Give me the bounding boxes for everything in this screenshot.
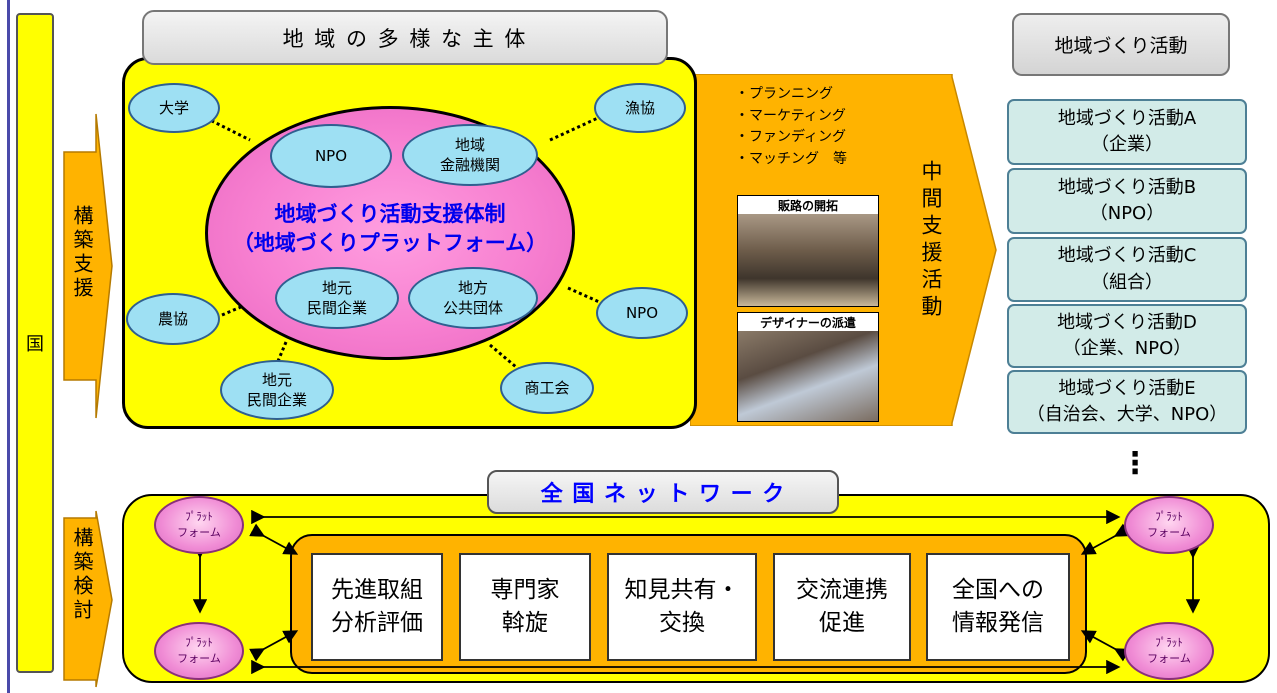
- intermediate-item: ・プランニング: [735, 86, 833, 102]
- network-title: 全 国 ネ ッ ト ワ ー ク: [540, 482, 786, 507]
- outer-node-chamber-commerce: 商工会: [500, 362, 594, 414]
- support-arrow-label: 構築支援: [70, 205, 94, 301]
- activity-a: 地域づくり活動A （企業）: [1007, 99, 1247, 165]
- inner-node-npo: NPO: [270, 124, 392, 188]
- intermediate-items: ・プランニング ・マーケティング ・ファンディング ・マッチング 等: [735, 84, 847, 171]
- intermediate-label: 中間支援活動: [919, 160, 943, 322]
- outer-node-fishery-coop: 漁協: [594, 83, 686, 133]
- study-arrow-label: 構築検討: [70, 527, 94, 623]
- activities-header-box: 地域づくり活動: [1012, 13, 1230, 76]
- support-arrow: [63, 113, 113, 419]
- platform-title-block: 地域づくり活動支援体制 （地域づくりプラットフォーム）: [210, 200, 570, 259]
- outer-node-university: 大学: [128, 83, 220, 133]
- intermediate-item: ・ファンディング: [735, 129, 847, 146]
- diverse-actors-title-box: 地 域 の 多 様 な 主 体: [142, 10, 668, 65]
- platform-node-bottom-right: ﾌﾟﾗｯﾄ フォーム: [1124, 622, 1214, 680]
- country-label: 国: [26, 334, 44, 355]
- photo-image: [738, 331, 878, 421]
- platform-subtitle: （地域づくりプラットフォーム）: [232, 231, 548, 256]
- outer-node-local-company: 地元 民間企業: [220, 360, 334, 420]
- inner-node-local-government: 地方 公共団体: [408, 267, 538, 329]
- activity-d: 地域づくり活動D （企業、NPO）: [1007, 304, 1247, 368]
- outer-node-agri-coop: 農協: [126, 293, 220, 345]
- photo-sales-channel: 販路の開拓: [737, 195, 879, 307]
- photo-caption: 販路の開拓: [777, 198, 838, 213]
- service-collaboration: 交流連携 促進: [773, 553, 911, 661]
- platform-title: 地域づくり活動支援体制: [274, 202, 506, 226]
- inner-node-regional-finance: 地域 金融機関: [402, 124, 538, 186]
- photo-caption: デザイナーの派遣: [760, 315, 856, 330]
- network-title-box: 全 国 ネ ッ ト ワ ー ク: [487, 470, 839, 514]
- activity-e: 地域づくり活動E （自治会、大学、NPO）: [1007, 370, 1247, 434]
- platform-node-top-right: ﾌﾟﾗｯﾄ フォーム: [1124, 496, 1214, 554]
- intermediate-item: ・マッチング 等: [735, 151, 847, 168]
- diverse-actors-title: 地 域 の 多 様 な 主 体: [282, 26, 528, 51]
- activities-header: 地域づくり活動: [1054, 35, 1188, 57]
- outer-node-npo: NPO: [596, 287, 688, 339]
- activities-ellipsis: ⋮: [1120, 445, 1150, 481]
- activity-b: 地域づくり活動B （NPO）: [1007, 168, 1247, 234]
- intermediate-item: ・マーケティング: [735, 107, 846, 124]
- photo-image: [738, 214, 878, 306]
- inner-node-local-company: 地元 民間企業: [275, 267, 399, 329]
- photo-designer-dispatch: デザイナーの派遣: [737, 312, 879, 422]
- service-analysis: 先進取組 分析評価: [311, 553, 443, 661]
- study-arrow: [63, 510, 113, 688]
- left-border-line: [7, 0, 10, 693]
- platform-node-bottom-left: ﾌﾟﾗｯﾄ フォーム: [154, 622, 244, 680]
- activity-c: 地域づくり活動C （組合）: [1007, 237, 1247, 302]
- platform-node-top-left: ﾌﾟﾗｯﾄ フォーム: [154, 496, 244, 554]
- country-box: 国: [16, 13, 54, 673]
